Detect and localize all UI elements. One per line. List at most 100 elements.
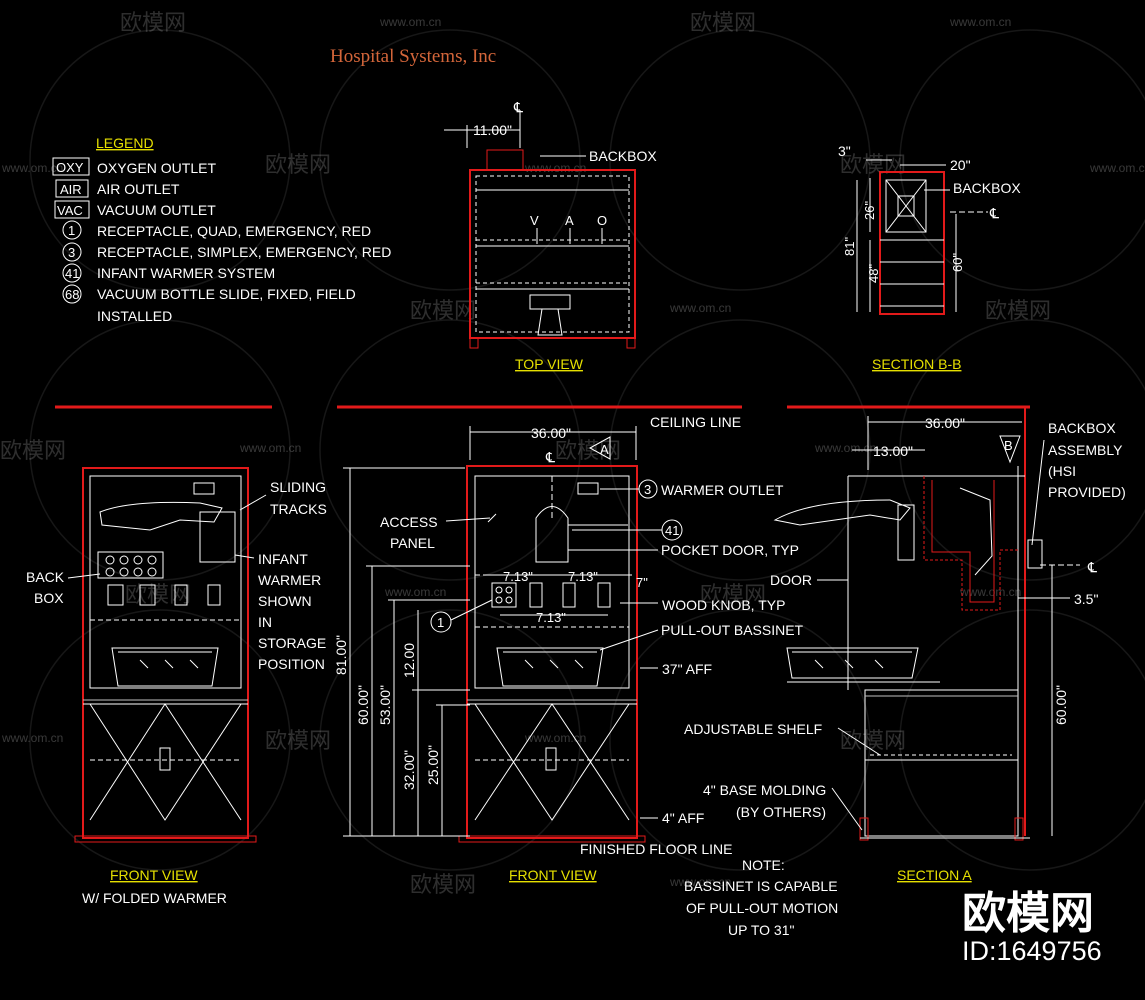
section-a: ℄ 36.00" 13.00" B BACKBOX ASSEMBLY (HSI … — [684, 407, 1126, 883]
centerline-symbol: ℄ — [989, 205, 999, 221]
watermark-brand: 欧模网 — [120, 10, 186, 35]
watermark-url: www.om.cn — [1, 731, 63, 745]
watermark-brand: 欧模网 — [700, 582, 766, 607]
legend-symbol: 41 — [65, 266, 79, 281]
section-marker: A — [600, 442, 609, 457]
watermark-url: www.om.cn — [1, 161, 63, 175]
backbox-assembly-label: (HSI — [1048, 463, 1076, 479]
floor-line-label: FINISHED FLOOR LINE — [580, 841, 732, 857]
centerline-symbol: ℄ — [1087, 559, 1097, 575]
note-line: UP TO 31" — [728, 922, 794, 938]
dim-26: 26" — [862, 201, 877, 220]
watermark-url: www.om.cn — [1089, 161, 1145, 175]
front-view: CEILING LINE 36.00" A ℄ ACCESS PANEL — [333, 414, 804, 883]
aff-37-label: 37" AFF — [662, 661, 712, 677]
access-panel-label: ACCESS — [380, 514, 438, 530]
watermark-url: www.om.cn — [669, 301, 731, 315]
legend-symbol-box — [54, 200, 90, 219]
watermark-pattern — [29, 29, 1145, 871]
legend-heading: LEGEND — [96, 135, 154, 151]
dim-12: 12.00 — [401, 643, 417, 678]
adjustable-shelf-label: ADJUSTABLE SHELF — [684, 721, 822, 737]
infant-warmer-label: SHOWN — [258, 593, 312, 609]
legend-symbol-circle — [62, 284, 82, 304]
outlet-letter: A — [565, 213, 574, 228]
brand-stamp: 欧模网 ID:1649756 — [962, 889, 1102, 966]
warmer-tag: 41 — [665, 523, 679, 538]
infant-warmer-label: INFANT — [258, 551, 308, 567]
section-a-label: SECTION A — [897, 867, 972, 883]
receptacle-tag: 1 — [437, 615, 444, 630]
door-label: DOOR — [770, 572, 812, 588]
sliding-tracks-label: TRACKS — [270, 501, 327, 517]
dim-713: 7.13" — [568, 569, 598, 584]
infant-warmer-label: WARMER — [258, 572, 321, 588]
infant-warmer-label: POSITION — [258, 656, 325, 672]
warmer-outlet-label: WARMER OUTLET — [661, 482, 784, 498]
watermark-brand: 欧模网 — [985, 298, 1051, 323]
base-molding-label: (BY OTHERS) — [736, 804, 826, 820]
legend-item-text: VACUUM OUTLET — [97, 202, 216, 218]
front-view-folded: SLIDING TRACKS INFANT WARMER SHOWN IN ST… — [26, 467, 327, 906]
legend-item-text: OXYGEN OUTLET — [97, 160, 216, 176]
watermark-brand: 欧模网 — [690, 10, 756, 35]
dim-width: 11.00" — [473, 122, 512, 138]
note: NOTE: BASSINET IS CAPABLE OF PULL-OUT MO… — [684, 857, 838, 938]
base-molding-label: 4" BASE MOLDING — [703, 782, 826, 798]
dim-20: 20" — [950, 157, 971, 173]
dim-53: 53.00" — [377, 685, 393, 725]
legend: LEGEND OXY OXYGEN OUTLET AIR AIR OUTLET … — [52, 135, 391, 324]
top-view-label: TOP VIEW — [515, 356, 584, 372]
legend-item-text: RECEPTACLE, QUAD, EMERGENCY, RED — [97, 223, 371, 239]
legend-symbol: 1 — [68, 223, 75, 238]
watermark-url: www.om.cn — [524, 731, 586, 745]
dim-48: 48" — [866, 264, 881, 283]
outlet-letter: O — [597, 213, 607, 228]
drawing-title: Hospital Systems, Inc — [330, 46, 496, 67]
watermark-brand: 欧模网 — [410, 872, 476, 897]
note-heading: NOTE: — [742, 857, 785, 873]
watermark-url: www.om.cn — [524, 161, 586, 175]
watermark-brand: 欧模网 — [555, 438, 621, 463]
watermark-url: www.om.cn — [814, 441, 876, 455]
watermark-url: www.om.cn — [379, 15, 441, 29]
note-line: BASSINET IS CAPABLE — [684, 878, 838, 894]
front-view-folded-sublabel: W/ FOLDED WARMER — [82, 890, 227, 906]
legend-symbol: VAC — [57, 203, 83, 218]
backbox-label: BACKBOX — [589, 148, 657, 164]
dim-3: 3" — [838, 143, 851, 159]
backbox-assembly-label: PROVIDED) — [1048, 484, 1126, 500]
dim-13: 13.00" — [873, 443, 913, 459]
watermark-brand: 欧模网 — [265, 728, 331, 753]
ceiling-line-label: CEILING LINE — [650, 414, 741, 430]
brand-id: ID:1649756 — [962, 936, 1102, 966]
legend-item-continuation: INSTALLED — [97, 308, 172, 324]
top-view: V A O 11.00" ℄ BACKBOX TOP VIEW — [444, 99, 657, 372]
back-box-label: BOX — [34, 590, 64, 606]
outlet-letter: V — [530, 213, 539, 228]
dim-25: 25.00" — [425, 745, 441, 785]
note-line: OF PULL-OUT MOTION — [686, 900, 838, 916]
dim-36: 36.00" — [531, 425, 571, 441]
legend-symbol-circle — [62, 220, 82, 240]
watermark-texts: 欧模网 www.om.cn 欧模网 www.om.cn www.om.cn 欧模… — [0, 10, 1145, 897]
section-marker: B — [1004, 438, 1013, 453]
legend-item-text: RECEPTACLE, SIMPLEX, EMERGENCY, RED — [97, 244, 391, 260]
watermark-url: www.om.cn — [239, 441, 301, 455]
legend-symbol: OXY — [56, 160, 84, 175]
watermark-url: www.om.cn — [959, 585, 1021, 599]
sliding-tracks-label: SLIDING — [270, 479, 326, 495]
watermark-brand: 欧模网 — [125, 582, 191, 607]
pullout-label: PULL-OUT BASSINET — [661, 622, 804, 638]
watermark-url: www.om.cn — [949, 15, 1011, 29]
legend-symbol: 3 — [68, 245, 75, 260]
dim-7: 7" — [636, 575, 648, 590]
legend-symbol: AIR — [60, 182, 82, 197]
front-view-label: FRONT VIEW — [509, 867, 597, 883]
legend-symbol-box — [55, 179, 89, 198]
backbox-assembly-label: BACKBOX — [1048, 420, 1116, 436]
dim-60: 60.00" — [1053, 685, 1069, 725]
back-box-label: BACK — [26, 569, 65, 585]
warmer-outlet-tag: 3 — [644, 482, 651, 497]
